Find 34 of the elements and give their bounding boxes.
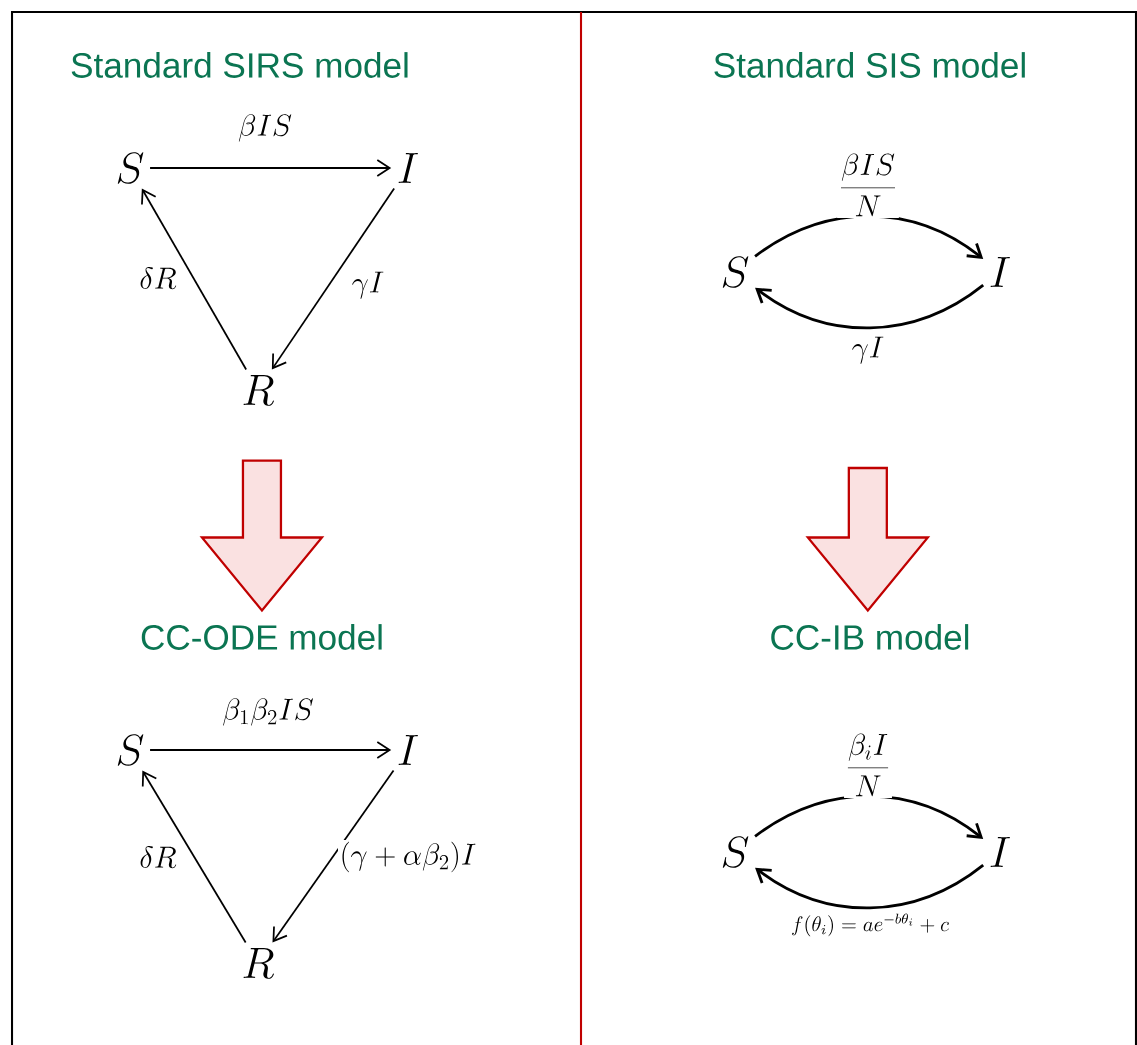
transition-arrow xyxy=(805,466,931,613)
state-symbol: $I$ xyxy=(398,153,418,183)
edge-label: $(\gamma+\alpha\beta_2)I$ xyxy=(338,840,478,874)
state-symbol: $S$ xyxy=(117,152,144,184)
state-symbol: $I$ xyxy=(990,257,1010,287)
arrow xyxy=(755,863,985,910)
edge-label: $\beta_1\beta_2 IS$ xyxy=(220,696,316,728)
arrow xyxy=(141,770,247,944)
transition-arrow xyxy=(199,459,325,613)
arrow xyxy=(141,188,248,371)
edge-label: $\frac{\beta_i I}{N}$ xyxy=(844,732,892,798)
state-symbol: $R$ xyxy=(243,948,274,979)
state-symbol: $S$ xyxy=(722,256,749,288)
arrow xyxy=(149,741,392,759)
arrow xyxy=(272,769,395,943)
edge-label: $\gamma I$ xyxy=(849,334,887,366)
arrow xyxy=(271,187,395,370)
edge-label: $\delta R$ xyxy=(137,844,179,870)
edge-label: $\beta IS$ xyxy=(236,112,294,144)
state-symbol: $S$ xyxy=(722,836,749,868)
state-symbol: $I$ xyxy=(990,837,1010,867)
edge-label: $\frac{\beta IS}{N}$ xyxy=(837,152,899,218)
model-heading: CC-ODE model xyxy=(141,624,382,650)
state-symbol: $R$ xyxy=(243,375,274,406)
arrow xyxy=(755,283,985,330)
model-heading: Standard SIRS model xyxy=(71,52,408,78)
edge-label: $\gamma I$ xyxy=(349,269,387,301)
model-heading: CC-IB model xyxy=(771,624,969,650)
state-symbol: $S$ xyxy=(117,734,144,766)
model-heading: Standard SIS model xyxy=(714,52,1025,78)
arrow xyxy=(149,159,392,177)
edge-label: $f(\theta_i)=ae^{-b\theta_i}+c$ xyxy=(789,911,951,939)
edge-label: $\delta R$ xyxy=(137,265,179,291)
state-symbol: $I$ xyxy=(398,735,418,765)
